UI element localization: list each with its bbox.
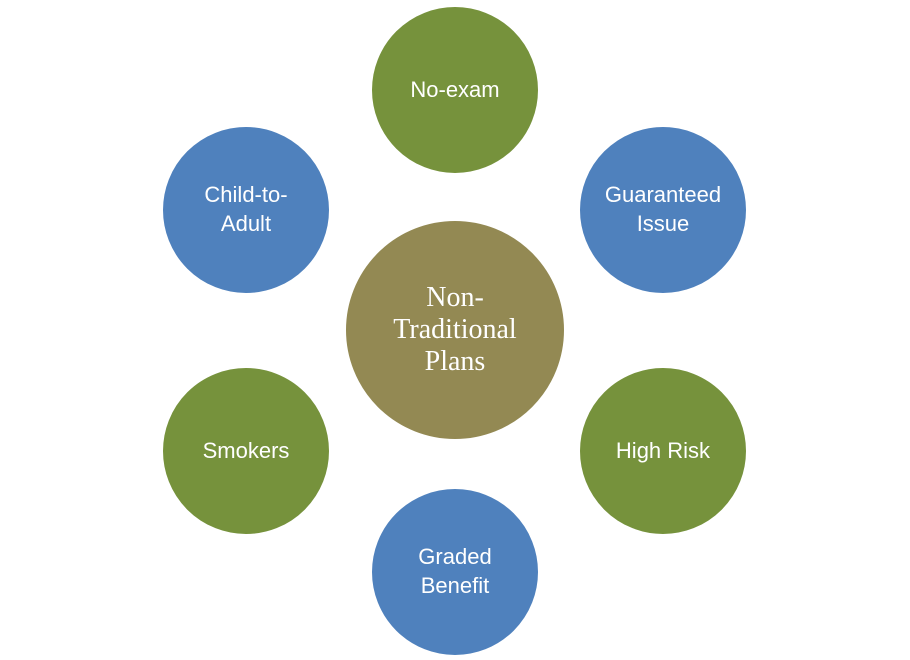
node-no-exam: No-exam — [370, 5, 540, 175]
node-child-to-adult: Child-to- Adult — [161, 125, 331, 295]
node-graded-benefit: Graded Benefit — [370, 487, 540, 657]
node-smokers: Smokers — [161, 366, 331, 536]
center-node: Non- Traditional Plans — [344, 219, 566, 441]
node-high-risk: High Risk — [578, 366, 748, 536]
node-guaranteed-issue: Guaranteed Issue — [578, 125, 748, 295]
